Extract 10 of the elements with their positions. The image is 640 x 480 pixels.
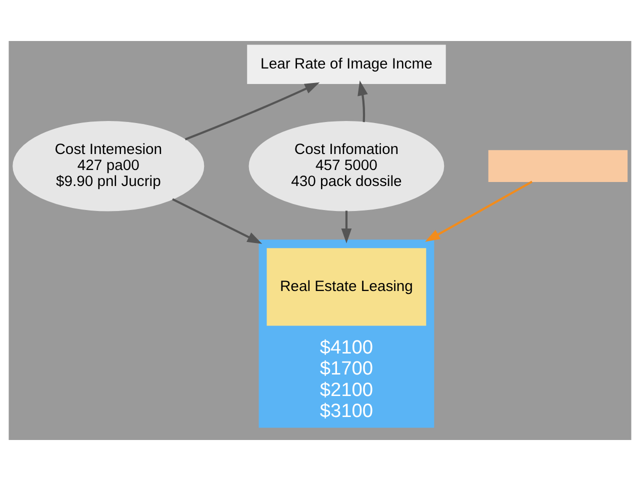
arrow	[425, 180, 533, 242]
node-ellipse: Cost Intemesion 427 pa00 $9.90 pnl Jucrip	[12, 120, 204, 211]
arrow	[341, 210, 352, 243]
node-ellipse: Cost Infomation 457 5000 430 pack dossile	[248, 120, 444, 211]
arrow	[184, 82, 320, 140]
node-box	[488, 150, 628, 182]
arrow	[358, 80, 368, 122]
node-box: Lear Rate of Image Incme	[247, 44, 446, 84]
node-box: Real Estate Leasing	[266, 248, 426, 326]
arrow	[172, 198, 262, 244]
